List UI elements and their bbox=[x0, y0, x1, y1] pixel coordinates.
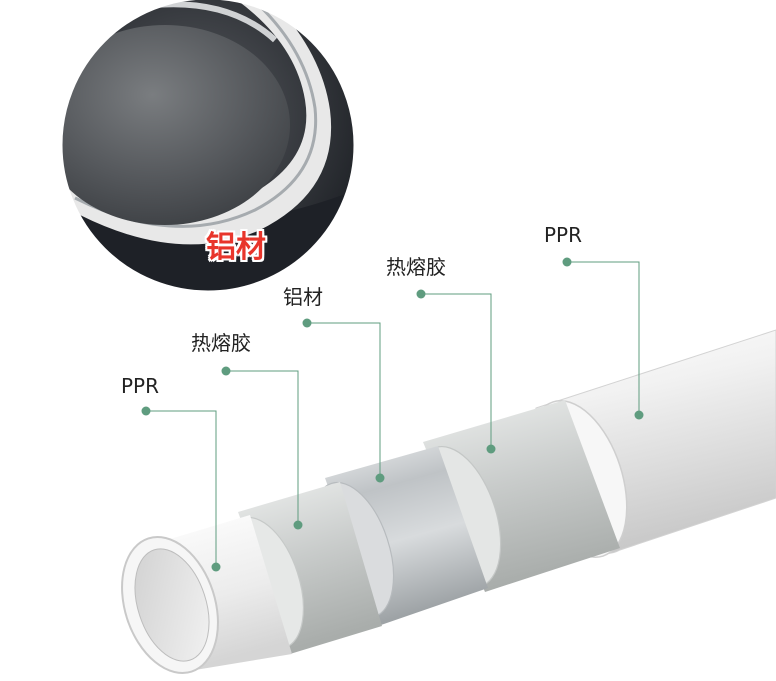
callout-label-aluminum: 铝材 bbox=[283, 285, 323, 309]
leader-line-ppr-outer bbox=[567, 261, 640, 415]
leader-dot bbox=[221, 366, 231, 376]
leader-dot bbox=[416, 289, 426, 299]
leader-dot bbox=[634, 410, 644, 420]
inner-hotmelt-layer bbox=[238, 482, 382, 654]
leader-dot bbox=[486, 444, 496, 454]
callout-label-hotmelt-outer: 热熔胶 bbox=[386, 255, 446, 279]
leader-line-hotmelt-inner bbox=[226, 370, 299, 525]
pipe-bore bbox=[134, 548, 210, 662]
leader-dot bbox=[141, 406, 151, 416]
leader-dots bbox=[141, 257, 644, 572]
leader-dot bbox=[293, 520, 303, 530]
leader-lines bbox=[146, 261, 640, 567]
callout-label-ppr-inner: PPR bbox=[121, 374, 160, 398]
leader-line-hotmelt-outer bbox=[421, 293, 492, 449]
pipe-illustration bbox=[121, 329, 776, 675]
leader-line-ppr-inner bbox=[146, 410, 217, 567]
leader-dot bbox=[302, 318, 312, 328]
leader-line-aluminum bbox=[307, 322, 381, 478]
leader-dot bbox=[375, 473, 385, 483]
leader-dot bbox=[562, 257, 572, 267]
inset-aluminum-label: 铝材 bbox=[206, 230, 266, 265]
callout-label-ppr-outer: PPR bbox=[544, 223, 583, 247]
leader-dot bbox=[211, 562, 221, 572]
callout-label-hotmelt-inner: 热熔胶 bbox=[191, 331, 251, 355]
